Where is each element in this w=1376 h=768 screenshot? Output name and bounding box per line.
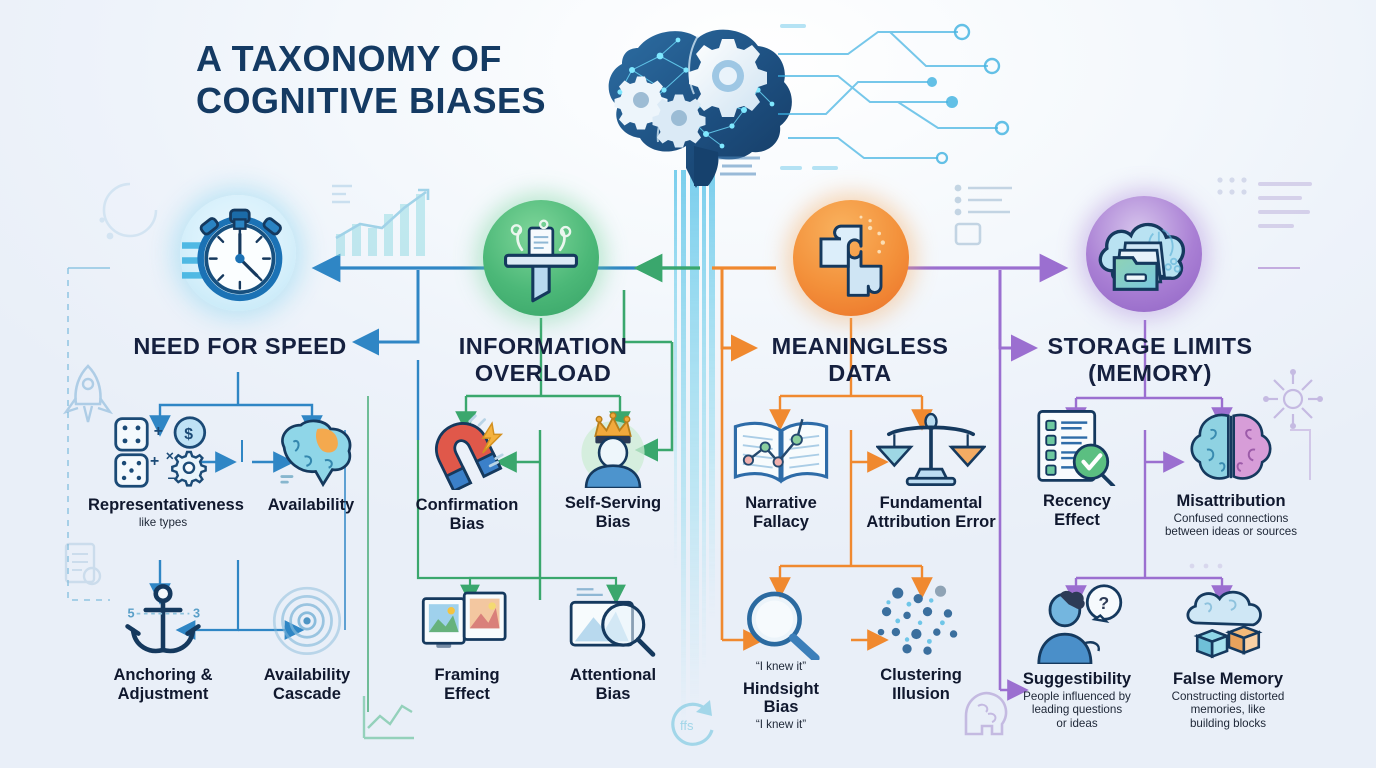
brain-highlight-icon bbox=[236, 412, 386, 490]
category-title-meaningless-data: Meaningless Data bbox=[771, 333, 949, 386]
leaf-pre-hindsight-bias: “I knew it” bbox=[755, 660, 807, 673]
leaf-sub-misattribution: Confused connections between ideas or so… bbox=[1164, 511, 1298, 539]
atom-icon bbox=[1263, 369, 1323, 429]
document-check-icon bbox=[64, 542, 102, 586]
leaf-sub-representativeness: like types bbox=[138, 515, 188, 529]
leaf-name-representativeness: Representativeness bbox=[88, 496, 244, 514]
rocket-icon bbox=[62, 364, 114, 423]
leaf-name-attentional-bias: Attentional Bias bbox=[569, 666, 657, 703]
leaf-sub-hindsight-bias: “I knew it” bbox=[755, 718, 807, 732]
leaf-name-availability: Availability bbox=[267, 496, 355, 514]
svg-text:3: 3 bbox=[193, 605, 200, 620]
cloud-blocks-icon bbox=[1148, 586, 1308, 664]
leaf-availability-cascade: Availability Cascade bbox=[232, 582, 382, 704]
svg-text:–: – bbox=[168, 471, 176, 487]
circle-arc-icon bbox=[99, 182, 158, 240]
leaf-name-false-memory: False Memory bbox=[1172, 670, 1284, 688]
magnifying-glass-icon bbox=[706, 582, 856, 660]
leaf-name-framing-effect: Framing Effect bbox=[434, 666, 500, 703]
circuit-lines-decoration bbox=[778, 23, 1010, 170]
magnet-spark-icon bbox=[392, 412, 542, 490]
puzzle-pieces-icon bbox=[793, 200, 909, 316]
page-title: A Taxonomy of Cognitive Biases bbox=[196, 38, 576, 123]
svg-text:$: $ bbox=[184, 426, 193, 443]
category-title-information-overload: Information Overload bbox=[458, 333, 628, 386]
category-title-storage-limits: Storage Limits (Memory) bbox=[1047, 333, 1253, 386]
split-brain-icon bbox=[1148, 408, 1314, 486]
leaf-false-memory: False Memory Constructing distorted memo… bbox=[1148, 586, 1308, 731]
svg-text:5: 5 bbox=[128, 605, 135, 620]
category-title-need-for-speed: Need for Speed bbox=[133, 333, 347, 359]
text-lines-icon bbox=[1217, 177, 1312, 228]
list-layout-icon bbox=[954, 184, 1012, 246]
leaf-name-misattribution: Misattribution bbox=[1176, 492, 1286, 510]
leaf-sub-suggestibility: People influenced by leading questions o… bbox=[1023, 689, 1131, 731]
svg-text:?: ? bbox=[1098, 593, 1109, 613]
stopwatch-speed-icon bbox=[180, 195, 296, 311]
svg-text:+: + bbox=[150, 453, 159, 470]
leaf-name-narrative-fallacy: Narrative Fallacy bbox=[745, 494, 817, 531]
leaf-recency-effect: Recency Effect bbox=[1002, 408, 1152, 530]
hero-brain-icon bbox=[582, 18, 822, 193]
svg-text:×: × bbox=[166, 447, 174, 463]
leaf-self-serving-bias: Self-Serving Bias bbox=[538, 410, 688, 532]
leaf-attentional-bias: Attentional Bias bbox=[538, 582, 688, 704]
leaf-narrative-fallacy: Narrative Fallacy bbox=[706, 410, 856, 532]
leaf-name-confirmation-bias: Confirmation Bias bbox=[415, 496, 519, 533]
leaf-suggestibility: ? Suggestibility People influenced by le… bbox=[1002, 584, 1152, 731]
leaf-sub-false-memory: Constructing distorted memories, like bu… bbox=[1171, 689, 1285, 731]
checklist-magnifier-icon bbox=[1002, 408, 1152, 486]
anchor-icon: 5 3 bbox=[88, 582, 238, 660]
leaf-framing-effect: Framing Effect bbox=[392, 582, 542, 704]
funnel-document-icon bbox=[483, 200, 599, 316]
dice-dollar-gear-icon: + + × – $ bbox=[88, 412, 238, 490]
leaf-clustering-illusion: Clustering Illusion bbox=[846, 582, 996, 704]
leaf-fundamental-attribution-error: Fundamental Attribution Error bbox=[846, 410, 1016, 532]
leaf-name-clustering-illusion: Clustering Illusion bbox=[880, 666, 962, 703]
grid-dots-icon bbox=[1189, 563, 1223, 569]
magnifier-landscape-icon bbox=[538, 582, 688, 660]
crowned-person-icon bbox=[538, 410, 688, 488]
line-chart-icon bbox=[362, 696, 414, 740]
title-line-1: A Taxonomy of bbox=[196, 38, 502, 79]
leaf-name-suggestibility: Suggestibility bbox=[1022, 670, 1132, 688]
picture-frames-icon bbox=[392, 582, 542, 660]
leaf-confirmation-bias: Confirmation Bias bbox=[392, 412, 542, 534]
leaf-name-fundamental-attribution-error: Fundamental Attribution Error bbox=[866, 494, 996, 531]
cloud-brain-files-icon bbox=[1086, 196, 1202, 312]
title-line-2: Cognitive Biases bbox=[196, 80, 547, 122]
leaf-anchoring-adjustment: 5 3 Anchoring & Adjustment bbox=[88, 582, 238, 704]
balance-scale-icon bbox=[846, 410, 1016, 488]
svg-text:+: + bbox=[154, 423, 163, 440]
dot-cluster-icon bbox=[846, 582, 996, 660]
refresh-arrow-icon: ffs bbox=[671, 700, 714, 746]
leaf-name-recency-effect: Recency Effect bbox=[1043, 492, 1111, 529]
leaf-name-availability-cascade: Availability Cascade bbox=[263, 666, 351, 703]
bar-chart-icon bbox=[332, 184, 430, 256]
leaf-representativeness: + + × – $ Representativeness like types bbox=[88, 412, 244, 529]
open-book-chart-icon bbox=[706, 410, 856, 488]
person-question-bubble-icon: ? bbox=[1002, 584, 1152, 664]
svg-text:ffs: ffs bbox=[680, 718, 694, 733]
leaf-name-self-serving-bias: Self-Serving Bias bbox=[564, 494, 662, 531]
ripple-waves-icon bbox=[232, 582, 382, 660]
head-brain-icon bbox=[964, 691, 1008, 736]
leaf-name-hindsight-bias: Hindsight Bias bbox=[742, 679, 820, 717]
leaf-hindsight-bias: “I knew it” Hindsight Bias “I knew it” bbox=[706, 582, 856, 732]
leaf-name-anchoring-adjustment: Anchoring & Adjustment bbox=[113, 666, 213, 703]
leaf-availability: Availability bbox=[236, 412, 386, 515]
leaf-misattribution: Misattribution Confused connections betw… bbox=[1148, 408, 1314, 539]
